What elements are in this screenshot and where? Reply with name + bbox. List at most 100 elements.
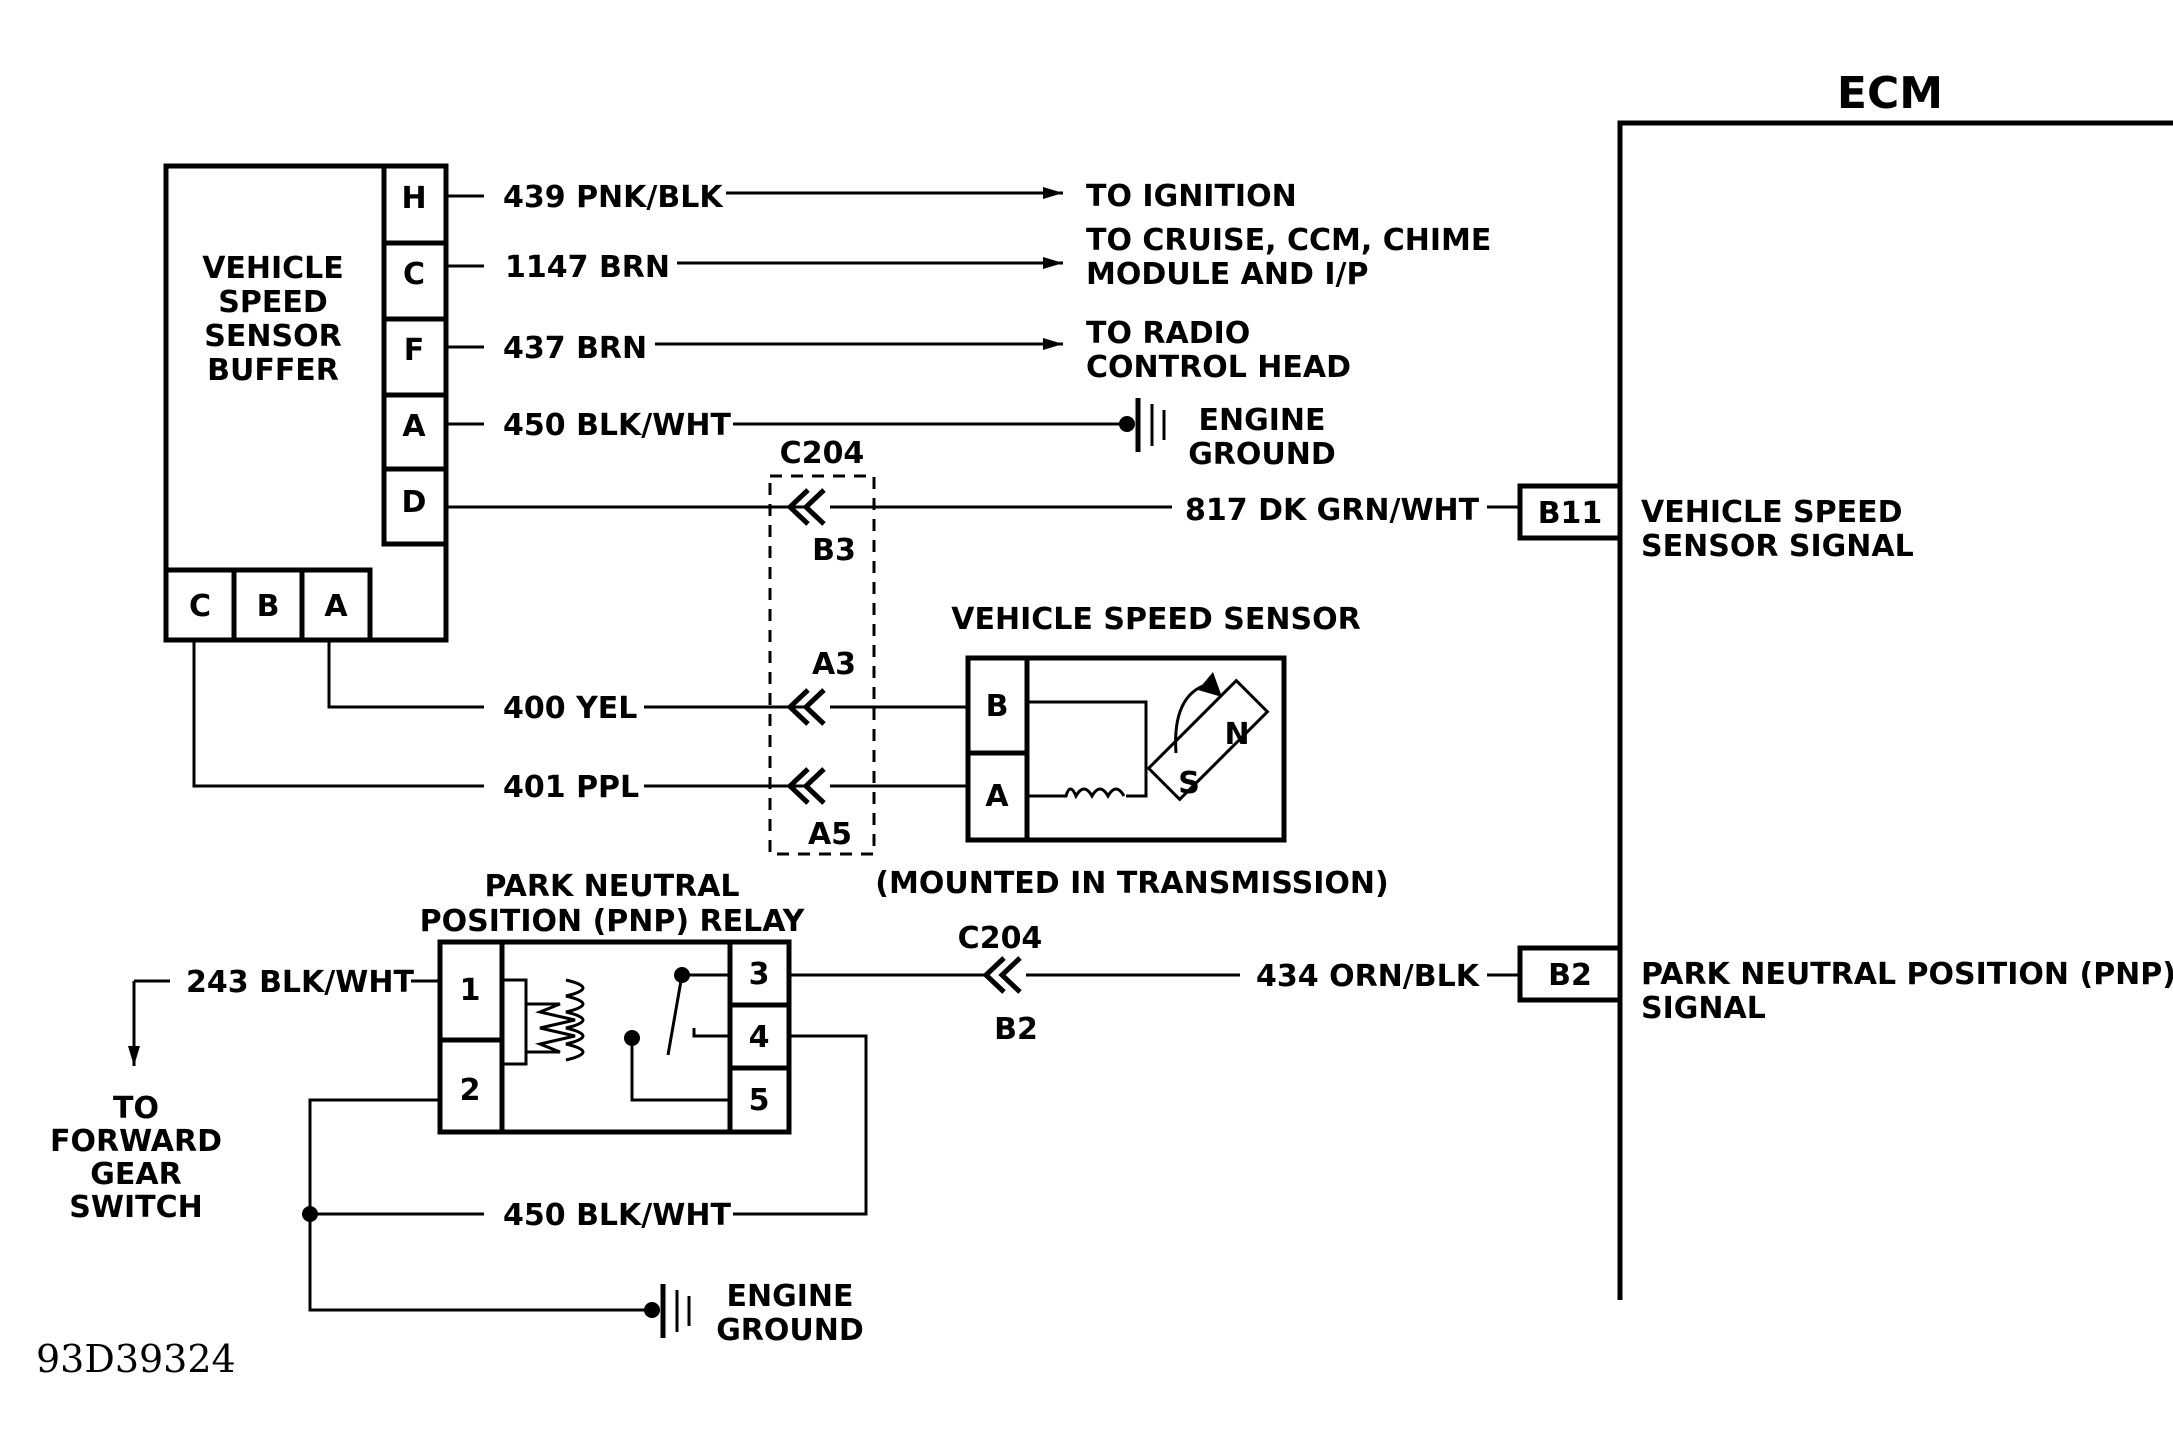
c204-b3-chevron-icon	[786, 488, 826, 526]
vss-coil-icon	[1027, 787, 1126, 800]
dest-ignition: TO IGNITION	[1086, 179, 1297, 214]
vss-buffer-title-line-2: SPEED	[218, 285, 327, 320]
circuit-cruise: 1147 BRN TO CRUISE, CCM, CHIME MODULE AN…	[446, 223, 1491, 292]
buffer-bottom-pin-b: B	[257, 589, 280, 624]
relay-pin-1: 1	[460, 973, 481, 1008]
relay-resistor-icon	[526, 1002, 576, 1054]
vehicle-speed-sensor: VEHICLE SPEED SENSOR B A N S (MOUNTED IN…	[875, 602, 1388, 901]
magnet-s: S	[1178, 766, 1200, 801]
buffer-pin-d: D	[402, 485, 427, 520]
circuit-relay-ground: 450 BLK/WHT ENGINE GROUND	[302, 1034, 868, 1348]
vss-title: VEHICLE SPEED SENSOR	[951, 602, 1360, 637]
c204-dashed-outline	[768, 474, 876, 856]
relay-coil-frame	[502, 978, 528, 1066]
rotation-arrow-icon	[1174, 682, 1209, 754]
wire-label-817: 817 DK GRN/WHT	[1185, 493, 1480, 528]
vss-magnet-icon	[1146, 678, 1270, 802]
ecm-vss-signal-line-1: VEHICLE SPEED	[1641, 495, 1903, 530]
terminal-b2: B2	[994, 1012, 1038, 1047]
vss-mount-note: (MOUNTED IN TRANSMISSION)	[875, 866, 1388, 901]
ecm-pin-b2	[1517, 945, 1623, 1003]
relay-pin-5: 5	[749, 1083, 770, 1118]
vss-buffer-title-line-4: BUFFER	[207, 353, 339, 388]
c204-a5-chevron-icon	[786, 767, 826, 805]
relay-pin-4: 4	[749, 1020, 770, 1055]
circuit-buffer-ground: 450 BLK/WHT ENGINE GROUND	[446, 398, 1336, 472]
wire-label-1147: 1147 BRN	[505, 250, 670, 285]
circuit-400-yel: 400 YEL A3	[327, 640, 968, 726]
vss-buffer-bottom-connector	[163, 567, 373, 643]
dest-radio-line-2: CONTROL HEAD	[1086, 350, 1351, 385]
terminal-a3: A3	[812, 647, 856, 682]
ecm-pin-b11	[1517, 483, 1623, 541]
terminal-b3: B3	[812, 533, 856, 568]
circuit-ignition: 439 PNK/BLK TO IGNITION	[446, 179, 1297, 215]
wire-label-243: 243 BLK/WHT	[186, 965, 414, 1000]
buffer-pin-f: F	[404, 333, 425, 368]
circuit-243: 243 BLK/WHT TO FORWARD GEAR SWITCH	[50, 965, 440, 1225]
relay-pin-2: 2	[460, 1073, 481, 1108]
wire-label-437: 437 BRN	[503, 331, 647, 366]
relay-pin-3: 3	[749, 957, 770, 992]
vss-buffer-module: VEHICLE SPEED SENSOR BUFFER H C F A D C …	[163, 163, 449, 643]
ecm-pin-b2-label: B2	[1548, 958, 1592, 993]
dest-cruise-line-1: TO CRUISE, CCM, CHIME	[1086, 223, 1491, 258]
circuit-pnp-signal: C204 B2 434 ORN/BLK B2 PARK NEUTRAL POSI…	[789, 921, 2173, 1047]
dest-radio-line-1: TO RADIO	[1086, 316, 1250, 351]
buffer-pin-h: H	[401, 181, 426, 216]
wire-label-439: 439 PNK/BLK	[503, 180, 724, 215]
vss-connector	[965, 655, 1030, 843]
vss-buffer-right-connector	[381, 163, 449, 547]
ground-node-dot	[1119, 416, 1135, 432]
ecm-pnp-signal-line-2: SIGNAL	[1641, 991, 1766, 1026]
circuit-401-ppl: 401 PPL A5	[192, 640, 968, 852]
relay-ground-line-1: ENGINE	[727, 1279, 854, 1314]
vss-coil-lead	[1027, 700, 1148, 798]
vss-buffer-title-line-1: VEHICLE	[202, 251, 344, 286]
c204-upper-label: C204	[780, 436, 865, 471]
wire-label-434: 434 ORN/BLK	[1256, 959, 1481, 994]
magnet-n: N	[1224, 717, 1249, 752]
ecm-pin-b11-label: B11	[1538, 496, 1603, 531]
c204-lower-label: C204	[958, 921, 1043, 956]
pnp-relay-left-connector	[437, 939, 505, 1135]
wire-label-401: 401 PPL	[503, 770, 639, 805]
circuit-radio: 437 BRN TO RADIO CONTROL HEAD	[446, 316, 1351, 385]
figure-reference-code: 93D39324	[36, 1337, 236, 1381]
ecm-pnp-signal-line-1: PARK NEUTRAL POSITION (PNP)	[1641, 957, 2173, 992]
forward-gear-line-2: FORWARD	[50, 1124, 222, 1159]
relay-ground-line-2: GROUND	[716, 1313, 864, 1348]
ecm-outline	[1617, 120, 2173, 1300]
terminal-a5: A5	[808, 817, 852, 852]
wire-label-450-relay: 450 BLK/WHT	[503, 1198, 731, 1233]
pnp-relay-title-line-2: POSITION (PNP) RELAY	[420, 904, 806, 939]
vss-pin-a: A	[985, 779, 1009, 814]
pnp-relay: PARK NEUTRAL POSITION (PNP) RELAY 1 2 3 …	[420, 869, 806, 1135]
pnp-relay-outline	[437, 939, 792, 1135]
vss-buffer-title-line-3: SENSOR	[204, 319, 341, 354]
relay-coil-icon	[565, 978, 585, 1062]
c204-b2-chevron-icon	[982, 956, 1022, 994]
ecm-title: ECM	[1837, 68, 1943, 119]
vss-pin-b: B	[986, 689, 1009, 724]
ecm-module: ECM	[1617, 68, 2173, 1300]
pnp-relay-title-line-1: PARK NEUTRAL	[484, 869, 739, 904]
wire-label-400: 400 YEL	[503, 691, 637, 726]
forward-gear-line-4: SWITCH	[69, 1190, 202, 1225]
c204-a3-chevron-icon	[786, 688, 826, 726]
engine-ground-line-2: GROUND	[1188, 437, 1336, 472]
forward-gear-line-3: GEAR	[90, 1157, 181, 1192]
relay-switch-arm-icon	[666, 974, 684, 1056]
circuit-vss-signal: B3 817 DK GRN/WHT B11 VEHICLE SPEED SENS…	[446, 483, 1914, 568]
buffer-bottom-pin-c: C	[189, 589, 211, 624]
ecm-vss-signal-line-2: SENSOR SIGNAL	[1641, 529, 1914, 564]
connector-c204-upper: C204	[768, 436, 876, 856]
buffer-bottom-pin-a: A	[324, 589, 348, 624]
buffer-pin-c: C	[403, 257, 425, 292]
dest-cruise-line-2: MODULE AND I/P	[1086, 257, 1368, 292]
forward-gear-line-1: TO	[113, 1091, 159, 1126]
engine-ground-line-1: ENGINE	[1199, 403, 1326, 438]
buffer-pin-a: A	[402, 409, 426, 444]
wire-label-450-buffer: 450 BLK/WHT	[503, 408, 731, 443]
